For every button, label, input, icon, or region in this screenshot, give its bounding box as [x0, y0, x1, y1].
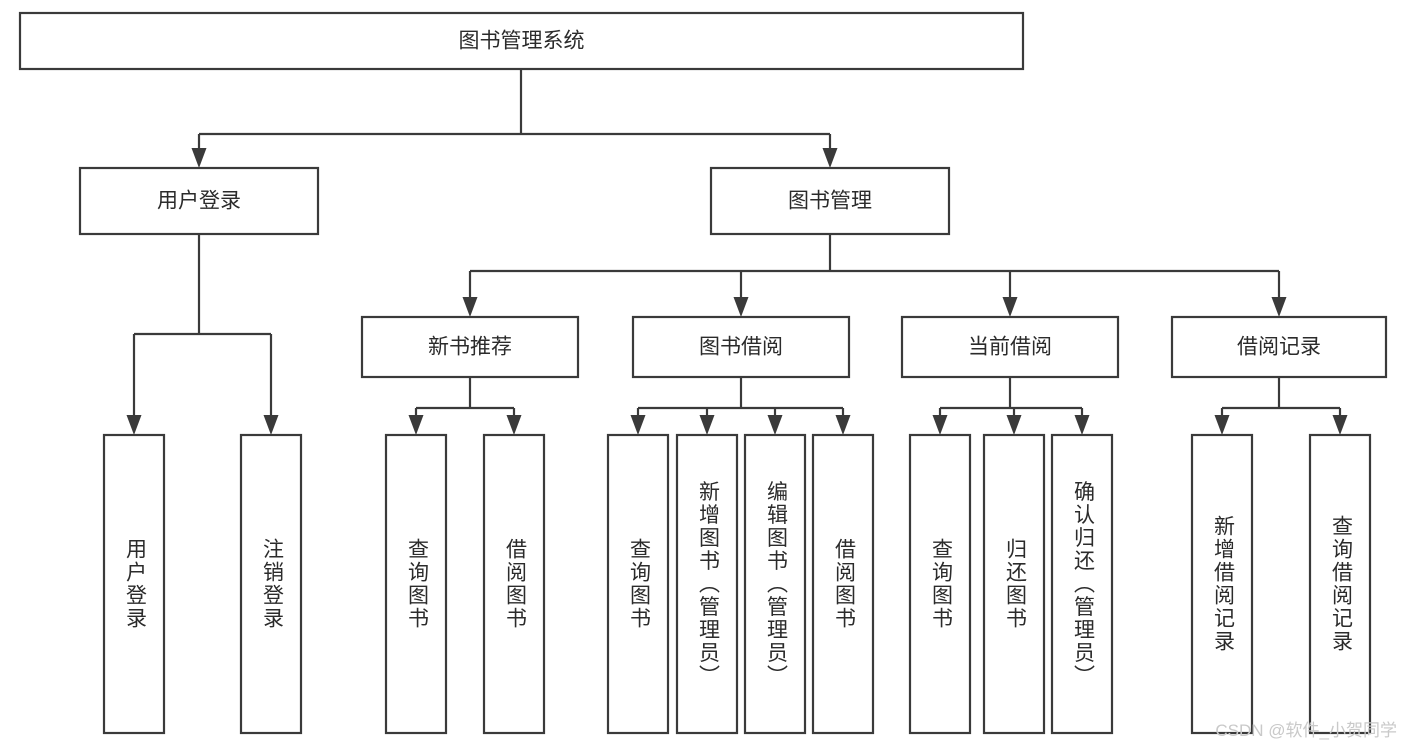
arrow-head-icon — [126, 415, 142, 435]
node-book-borrow[interactable]: 图书借阅 — [631, 315, 851, 379]
node-leaf-add-borrow-record[interactable]: 新增借阅记录 — [1190, 433, 1254, 735]
node-user-login[interactable]: 用户登录 — [78, 166, 320, 236]
node-box[interactable] — [675, 433, 739, 735]
arrow-head-icon — [506, 415, 522, 435]
node-leaf-query-book-recommend[interactable]: 查询图书 — [384, 433, 448, 735]
node-label: 当前借阅 — [968, 336, 1052, 359]
node-leaf-user-login[interactable]: 用户登录 — [102, 433, 166, 735]
arrow-head-icon — [408, 415, 424, 435]
node-leaf-borrow-book-recommend[interactable]: 借阅图书 — [482, 433, 546, 735]
node-box[interactable] — [743, 433, 807, 735]
node-current-borrow[interactable]: 当前借阅 — [900, 315, 1120, 379]
node-box[interactable] — [1190, 433, 1254, 735]
node-box[interactable] — [18, 11, 1025, 71]
node-box[interactable] — [1050, 433, 1114, 735]
node-label: 用户登录 — [157, 190, 241, 213]
node-label: 图书管理 — [788, 190, 872, 213]
arrow-head-icon — [462, 297, 478, 317]
connector-group-root-to-level2 — [191, 69, 838, 168]
node-label: 用户登录 — [123, 538, 147, 630]
node-label: 确认归还（管理员） — [1071, 481, 1095, 688]
node-box[interactable] — [982, 433, 1046, 735]
arrow-head-icon — [630, 415, 646, 435]
node-box[interactable] — [239, 433, 303, 735]
node-label: 新增借阅记录 — [1211, 515, 1235, 653]
node-leaf-add-book[interactable]: 新增图书（管理员） — [675, 433, 739, 735]
connectors-layer — [126, 69, 1348, 435]
node-box[interactable] — [360, 315, 580, 379]
node-root[interactable]: 图书管理系统 — [18, 11, 1025, 71]
connector-group-current-borrow-to-leaves — [932, 377, 1090, 435]
connector-group-book-manage-to-level3 — [462, 234, 1287, 317]
node-box[interactable] — [709, 166, 951, 236]
arrow-head-icon — [1214, 415, 1230, 435]
node-leaf-confirm-return[interactable]: 确认归还（管理员） — [1050, 433, 1114, 735]
node-box[interactable] — [811, 433, 875, 735]
watermark-label: CSDN @软件_小贺同学 — [1215, 721, 1397, 740]
arrow-head-icon — [932, 415, 948, 435]
arrow-head-icon — [699, 415, 715, 435]
node-box[interactable] — [631, 315, 851, 379]
connector-group-book-borrow-to-leaves — [630, 377, 851, 435]
node-label: 查询借阅记录 — [1329, 515, 1353, 653]
arrow-head-icon — [733, 297, 749, 317]
node-label: 归还图书 — [1003, 538, 1027, 630]
connector-group-new-book-recommend-to-leaves — [408, 377, 522, 435]
node-label: 图书管理系统 — [459, 30, 585, 53]
node-leaf-logout[interactable]: 注销登录 — [239, 433, 303, 735]
node-leaf-borrow-book[interactable]: 借阅图书 — [811, 433, 875, 735]
node-box[interactable] — [1170, 315, 1388, 379]
node-label: 借阅记录 — [1237, 336, 1321, 359]
arrow-head-icon — [1074, 415, 1090, 435]
node-leaf-edit-book[interactable]: 编辑图书（管理员） — [743, 433, 807, 735]
node-label: 编辑图书（管理员） — [764, 481, 788, 688]
node-label: 图书借阅 — [699, 336, 783, 359]
node-new-book-recommend[interactable]: 新书推荐 — [360, 315, 580, 379]
node-borrow-record[interactable]: 借阅记录 — [1170, 315, 1388, 379]
node-box[interactable] — [908, 433, 972, 735]
node-label: 查询图书 — [929, 538, 953, 630]
arrow-head-icon — [191, 148, 207, 168]
node-label: 注销登录 — [260, 538, 284, 630]
node-box[interactable] — [102, 433, 166, 735]
arrow-head-icon — [1271, 297, 1287, 317]
node-box[interactable] — [1308, 433, 1372, 735]
node-leaf-query-book-borrow[interactable]: 查询图书 — [606, 433, 670, 735]
arrow-head-icon — [822, 148, 838, 168]
node-label: 查询图书 — [405, 538, 429, 630]
arrow-head-icon — [1332, 415, 1348, 435]
node-box[interactable] — [78, 166, 320, 236]
arrow-head-icon — [767, 415, 783, 435]
arrow-head-icon — [835, 415, 851, 435]
connector-group-borrow-record-to-leaves — [1214, 377, 1348, 435]
node-box[interactable] — [606, 433, 670, 735]
node-book-manage[interactable]: 图书管理 — [709, 166, 951, 236]
node-box[interactable] — [482, 433, 546, 735]
node-leaf-return-book[interactable]: 归还图书 — [982, 433, 1046, 735]
node-label: 借阅图书 — [503, 538, 527, 630]
arrow-head-icon — [1006, 415, 1022, 435]
node-leaf-query-book-current[interactable]: 查询图书 — [908, 433, 972, 735]
node-box[interactable] — [384, 433, 448, 735]
connector-group-user-login-to-leaves — [126, 234, 279, 435]
arrow-head-icon — [263, 415, 279, 435]
node-box[interactable] — [900, 315, 1120, 379]
node-label: 新书推荐 — [428, 336, 512, 359]
node-label: 借阅图书 — [832, 538, 856, 630]
nodes-layer: 图书管理系统用户登录图书管理新书推荐图书借阅当前借阅借阅记录用户登录注销登录查询… — [18, 11, 1388, 735]
node-label: 查询图书 — [627, 538, 651, 630]
node-label: 新增图书（管理员） — [696, 481, 720, 688]
arrow-head-icon — [1002, 297, 1018, 317]
node-leaf-query-borrow-record[interactable]: 查询借阅记录 — [1308, 433, 1372, 735]
